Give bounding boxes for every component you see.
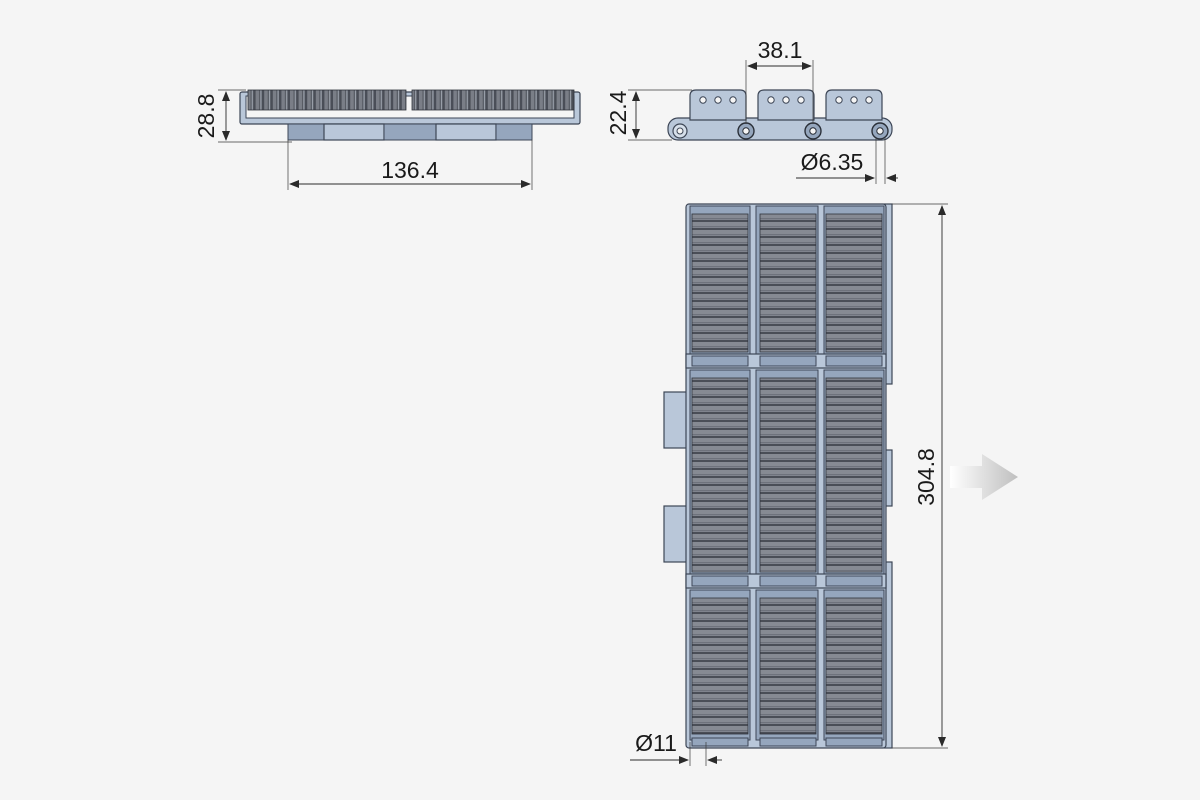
dim-width-side-label: 136.4 bbox=[381, 157, 439, 183]
rib-block bbox=[825, 377, 883, 573]
end-pins bbox=[672, 122, 889, 140]
dim-length: 304.8 bbox=[892, 203, 948, 749]
rib-block bbox=[759, 213, 817, 353]
right-arrow-icon bbox=[950, 454, 1018, 500]
side-hinge-block bbox=[435, 123, 497, 141]
end-lobe bbox=[825, 89, 883, 121]
side-hinge-block bbox=[495, 123, 533, 141]
dim-height-end: 22.4 bbox=[605, 89, 692, 141]
dim-hole-diameter: Ø11 bbox=[630, 730, 722, 766]
belt-edge-tab bbox=[663, 505, 689, 563]
dim-height-side: 28.8 bbox=[193, 89, 292, 143]
side-view bbox=[239, 89, 581, 141]
rib-block bbox=[691, 377, 749, 573]
rib-block bbox=[759, 377, 817, 573]
dim-pitch: 38.1 bbox=[745, 37, 814, 124]
belt-edge-tab bbox=[663, 391, 689, 449]
dim-pin-diameter: Ø6.35 bbox=[796, 138, 898, 184]
belt-modules bbox=[685, 205, 887, 747]
dim-pitch-label: 38.1 bbox=[758, 37, 803, 63]
dim-height-side-label: 28.8 bbox=[193, 94, 219, 139]
dim-height-end-label: 22.4 bbox=[605, 90, 631, 135]
side-ribs-left bbox=[247, 89, 407, 111]
dim-length-label: 304.8 bbox=[913, 448, 939, 506]
end-lobe bbox=[689, 89, 747, 121]
top-view bbox=[663, 203, 893, 749]
side-hinge-block bbox=[383, 123, 437, 141]
side-hinge-block bbox=[287, 123, 325, 141]
end-view bbox=[667, 89, 893, 141]
rib-block bbox=[759, 597, 817, 735]
dim-width-side: 136.4 bbox=[287, 140, 533, 190]
rib-block bbox=[825, 213, 883, 353]
dim-pin-diameter-label: Ø6.35 bbox=[801, 149, 864, 175]
rib-block bbox=[691, 597, 749, 735]
end-lower-bar bbox=[667, 117, 893, 141]
side-ribs-right bbox=[411, 89, 575, 111]
rib-block bbox=[691, 213, 749, 353]
rib-block bbox=[825, 597, 883, 735]
dim-hole-diameter-label: Ø11 bbox=[635, 730, 677, 756]
end-lobe bbox=[757, 89, 815, 121]
side-hinge-block bbox=[323, 123, 385, 141]
